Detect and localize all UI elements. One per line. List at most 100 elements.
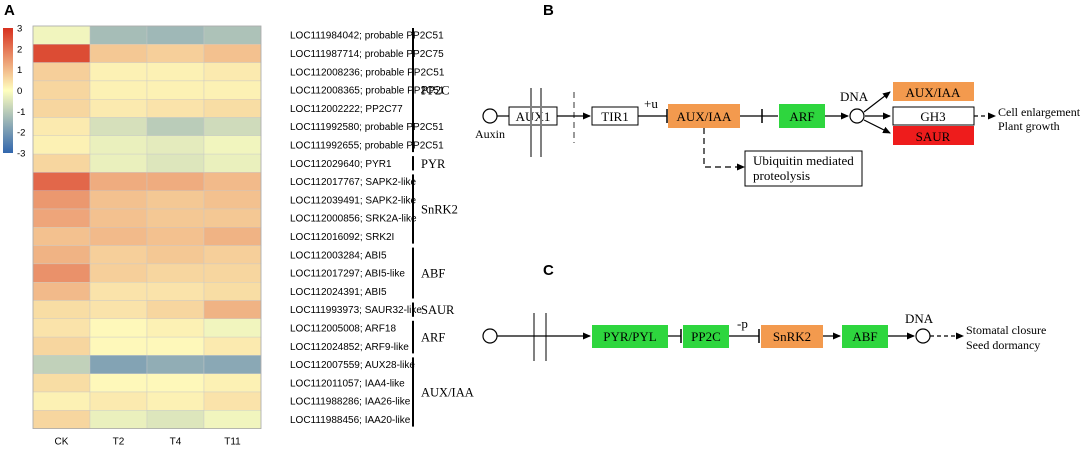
tir1-label: TIR1 (601, 109, 628, 124)
heatmap-cell (89, 282, 148, 301)
heatmap-cell (203, 62, 262, 82)
effect-b-line2: Plant growth (998, 119, 1060, 133)
heatmap-cell (203, 336, 262, 356)
heatmap-row-label: LOC112011057; IAA4-like (290, 378, 405, 389)
heatmap-column-label: T2 (113, 437, 125, 448)
colorbar-tick-label: 3 (17, 24, 22, 35)
snrk2-label: SnRK2 (773, 329, 811, 344)
panel-label-c: C (543, 262, 554, 279)
heatmap-cell (89, 25, 148, 45)
heatmap-cell (32, 98, 91, 118)
heatmap-row-label: LOC111988286; IAA26-like (290, 397, 411, 408)
heatmap-row-label: LOC111993973; SAUR32-like (290, 305, 422, 316)
output-saur-label: SAUR (916, 129, 951, 144)
heatmap-row-label: LOC112024852; ARF9-like (290, 342, 409, 353)
heatmap-cell (89, 135, 148, 155)
heatmap-cell (146, 263, 205, 283)
heatmap-cell (146, 25, 205, 45)
output-gh3-label: GH3 (920, 109, 945, 124)
heatmap-row-label: LOC111988456; IAA20-like (290, 415, 411, 426)
heatmap-cell (146, 153, 205, 173)
heatmap-border (32, 25, 262, 430)
auxin-pathway: Auxin AUX1 TIR1 +u AUX/IAA ARF DNA AUX/I… (475, 82, 1081, 187)
heatmap-row-label: LOC112017297; ABI5-like (290, 269, 405, 280)
heatmap-cell (32, 208, 91, 228)
heatmap-cell (146, 135, 205, 155)
link-dna-saur (863, 119, 891, 134)
effect-c-line2: Seed dormancy (966, 338, 1040, 352)
heatmap-cell (32, 300, 91, 319)
heatmap-cell (32, 373, 91, 393)
heatmap-row-label: LOC112000856; SRK2A-like (290, 214, 417, 225)
heatmap-row-label: LOC112007559; AUX28-like (290, 360, 415, 371)
heatmap-cell (146, 190, 205, 210)
heatmap-cell (146, 44, 205, 63)
heatmap-cell (146, 117, 205, 136)
heatmap-cell (89, 44, 148, 63)
heatmap-cell (32, 80, 91, 100)
auxin-node (482, 108, 498, 124)
colorbar-tick-label: -2 (17, 128, 25, 139)
heatmap-cell (146, 62, 205, 82)
heatmap-column-label: T11 (224, 437, 241, 448)
heatmap-cell (89, 190, 148, 210)
heatmap-cell (146, 373, 205, 393)
heatmap-cell (89, 62, 148, 82)
auxin-label: Auxin (475, 127, 505, 141)
dna-label-c: DNA (905, 311, 934, 326)
heatmap-cell (203, 318, 262, 338)
heatmap-row-label: LOC112003284; ABI5 (290, 250, 387, 261)
heatmap-cell (203, 263, 262, 283)
heatmap-row-label: LOC111987714; probable PP2C75 (290, 49, 444, 60)
heatmap-cell (89, 80, 148, 100)
heatmap-cell (146, 208, 205, 228)
heatmap-cell (203, 282, 262, 301)
heatmap-row-label: LOC112002222; PP2C77 (290, 104, 403, 115)
effect-b-line1: Cell enlargement (998, 105, 1081, 119)
colorbar-gradient (3, 28, 13, 153)
heatmap-cell (32, 263, 91, 283)
output-auxiaa-label: AUX/IAA (906, 85, 961, 100)
heatmap-cell (32, 117, 91, 136)
heatmap-row-label: LOC111992580; probable PP2C51 (290, 122, 444, 133)
heatmap-cell (89, 227, 148, 246)
heatmap-cell (146, 227, 205, 246)
heatmap-cell (203, 190, 262, 210)
group-label: PP2C (421, 84, 450, 98)
output-auxiaa-box (893, 82, 974, 101)
heatmap-cell (32, 245, 91, 265)
arf-label: ARF (789, 109, 814, 124)
output-saur-box (893, 126, 974, 145)
auxiaa-box (668, 104, 740, 128)
colorbar-tick-label: -3 (17, 149, 25, 160)
heatmap-cell (89, 98, 148, 118)
group-label: ARF (421, 331, 445, 345)
heatmap-cell (203, 98, 262, 118)
heatmap-cell (146, 282, 205, 301)
heatmap-cell (203, 117, 262, 136)
ubiquitin-line1: Ubiquitin mediated (753, 153, 854, 168)
heatmap-cell (146, 80, 205, 100)
dna-node-b (849, 108, 865, 124)
heatmap-cell (89, 208, 148, 228)
heatmap-cell (89, 263, 148, 283)
heatmap-cell (203, 410, 262, 429)
aba-start-node (482, 328, 498, 344)
colorbar-tick-label: 0 (17, 86, 22, 97)
ubiquitin-line2: proteolysis (753, 168, 810, 183)
heatmap-cell (146, 336, 205, 356)
heatmap-cell (89, 300, 148, 319)
snrk2-box (761, 325, 823, 348)
heatmap-cell (32, 190, 91, 210)
heatmap-row-label: LOC112039491; SAPK2-like (290, 195, 416, 206)
heatmap-cell (203, 355, 262, 374)
heatmap-cell (203, 300, 262, 319)
heatmap-cell (89, 318, 148, 338)
heatmap-cell (32, 153, 91, 173)
arf-box (779, 104, 825, 128)
heatmap-row-label: LOC112017767; SAPK2-like (290, 177, 416, 188)
panel-label-a: A (4, 2, 15, 19)
heatmap-cell (89, 153, 148, 173)
heatmap (32, 25, 262, 430)
